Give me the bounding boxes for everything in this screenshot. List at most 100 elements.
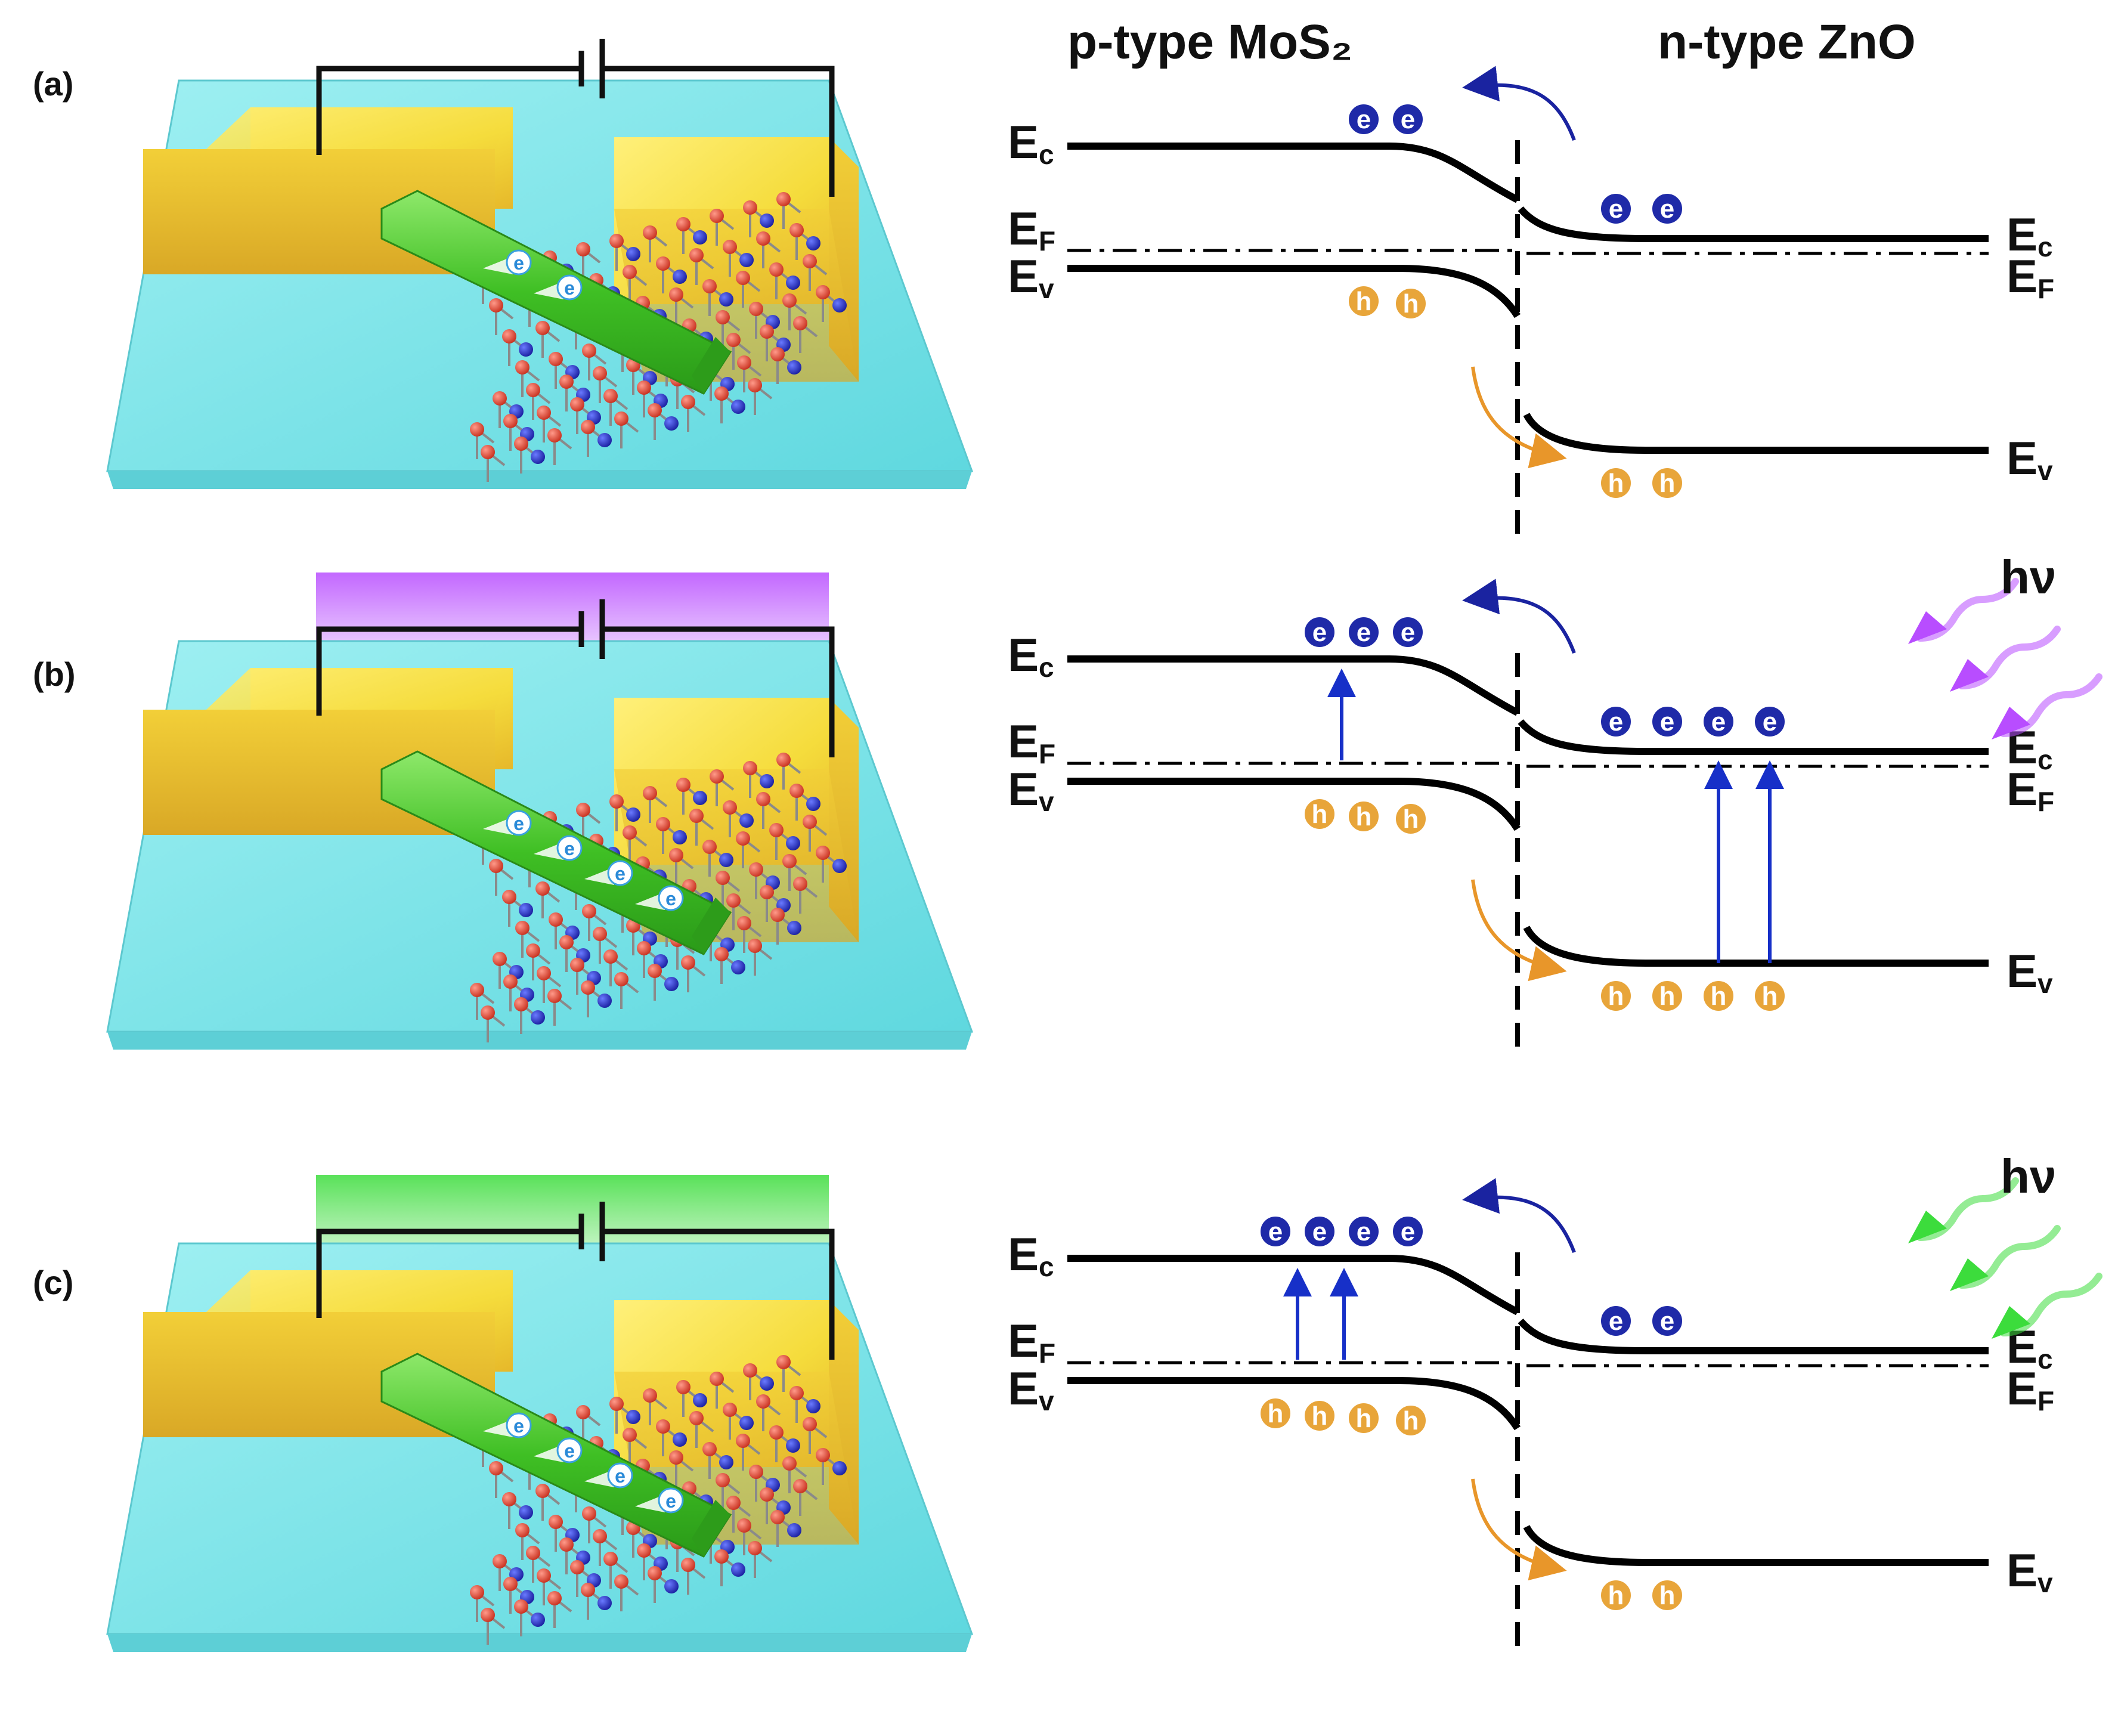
sulfur-atom bbox=[716, 310, 730, 324]
molybdenum-atom bbox=[719, 1455, 733, 1469]
mos2-valence-band bbox=[1067, 1377, 1521, 1431]
nanorod-electron-label: e bbox=[513, 813, 524, 834]
sulfur-atom bbox=[714, 947, 729, 961]
electron-symbol bbox=[1650, 704, 1685, 739]
sulfur-atom bbox=[481, 445, 495, 459]
electron-symbol-label: e bbox=[1312, 1217, 1327, 1246]
hole-symbol-label: h bbox=[1356, 287, 1372, 316]
circuit-wire-right bbox=[602, 1228, 835, 1360]
sulfur-atom bbox=[736, 831, 750, 846]
mos2-ev-label: Ev bbox=[1008, 1362, 1054, 1416]
nanorod-electron bbox=[506, 1412, 532, 1438]
sulfur-atom bbox=[593, 366, 607, 380]
molybdenum-atom bbox=[739, 813, 754, 828]
photon-label: hν bbox=[2001, 1150, 2056, 1203]
molybdenum-atom bbox=[693, 791, 707, 805]
sulfur-atom bbox=[782, 1456, 797, 1471]
sulfur-atom bbox=[737, 355, 751, 370]
sulfur-atom bbox=[549, 352, 563, 366]
sulfur-atom bbox=[570, 958, 584, 972]
electron-symbol-label: e bbox=[1660, 194, 1674, 224]
zno-valence-band bbox=[1523, 413, 1989, 454]
sulfur-atom bbox=[549, 1515, 563, 1529]
electron-drift-arrow bbox=[1462, 578, 1576, 654]
sulfur-atom bbox=[502, 890, 516, 904]
sulfur-atom bbox=[723, 240, 737, 254]
molybdenum-atom bbox=[693, 1393, 707, 1407]
sulfur-atom bbox=[793, 1479, 807, 1493]
sulfur-atom bbox=[656, 1419, 670, 1434]
sulfur-atom bbox=[582, 904, 596, 918]
header-right-material: n-type ZnO bbox=[1658, 15, 1916, 69]
molybdenum-atom bbox=[519, 342, 533, 357]
hole-symbol-label: h bbox=[1312, 800, 1328, 829]
electron-symbol-label: e bbox=[1660, 1307, 1674, 1336]
sulfur-atom bbox=[648, 1566, 662, 1580]
nanorod-electron bbox=[556, 274, 583, 301]
nanorod-electron-label: e bbox=[665, 1490, 676, 1512]
molybdenum-atom bbox=[664, 416, 679, 431]
photon-wave bbox=[1958, 1225, 2061, 1289]
sulfur-atom bbox=[737, 916, 751, 930]
zno-conduction-band bbox=[1518, 719, 1989, 755]
electron-symbol-label: e bbox=[1312, 618, 1327, 647]
nanorod-electron bbox=[556, 1437, 583, 1463]
molybdenum-atom bbox=[731, 1562, 745, 1577]
sulfur-atom bbox=[749, 862, 763, 877]
sulfur-atom bbox=[748, 378, 762, 392]
molybdenum-atom bbox=[760, 774, 774, 788]
sulfur-atom bbox=[559, 375, 574, 389]
hole-symbol-label: h bbox=[1356, 802, 1372, 831]
panel-label: (c) bbox=[33, 1264, 73, 1301]
molybdenum-atom bbox=[786, 276, 800, 290]
molybdenum-atom bbox=[832, 1461, 847, 1475]
sulfur-atom bbox=[702, 279, 717, 293]
sulfur-atom bbox=[514, 997, 528, 1011]
sulfur-atom bbox=[547, 428, 562, 442]
hole-symbol bbox=[1599, 466, 1633, 500]
electron-symbol-label: e bbox=[1401, 618, 1415, 647]
molybdenum-atom bbox=[626, 807, 640, 822]
sulfur-atom bbox=[676, 217, 690, 231]
sulfur-atom bbox=[526, 383, 540, 397]
sulfur-atom bbox=[743, 200, 757, 215]
hole-symbol bbox=[1346, 799, 1381, 834]
hole-symbol-label: h bbox=[1356, 1404, 1372, 1433]
substrate-edge bbox=[107, 1032, 972, 1050]
sulfur-atom bbox=[676, 778, 690, 792]
sulfur-atom bbox=[716, 1473, 730, 1487]
sulfur-atom bbox=[570, 1560, 584, 1574]
mos2-conduction-band bbox=[1067, 1255, 1519, 1316]
hole-symbol-label: h bbox=[1403, 289, 1419, 318]
sulfur-atom bbox=[681, 1558, 695, 1572]
electron-symbol-label: e bbox=[1711, 707, 1726, 737]
hole-symbol-label: h bbox=[1659, 1581, 1676, 1610]
sulfur-atom bbox=[782, 854, 797, 868]
sulfur-atom bbox=[537, 966, 551, 980]
sulfur-atom bbox=[547, 989, 562, 1003]
nanorod-electron-label: e bbox=[615, 863, 626, 884]
hole-symbol bbox=[1599, 979, 1633, 1013]
molybdenum-atom bbox=[806, 797, 820, 811]
photon-label: hν bbox=[2001, 550, 2056, 604]
panel-label: (a) bbox=[33, 65, 73, 103]
molybdenum-atom bbox=[806, 236, 820, 250]
molybdenum-atom bbox=[626, 247, 640, 261]
sulfur-atom bbox=[723, 800, 737, 815]
sulfur-atom bbox=[515, 921, 530, 935]
sulfur-atom bbox=[502, 1492, 516, 1506]
zno-valence-band bbox=[1523, 1525, 1989, 1566]
electron-symbol bbox=[1599, 1304, 1633, 1338]
photon-arrowhead bbox=[1908, 1211, 1947, 1243]
nanorod-electron bbox=[607, 1462, 633, 1489]
hole-symbol bbox=[1258, 1396, 1293, 1431]
electron-symbol bbox=[1346, 102, 1381, 137]
sulfur-atom bbox=[559, 935, 574, 949]
sulfur-atom bbox=[726, 333, 741, 347]
hole-symbol-label: h bbox=[1312, 1401, 1328, 1431]
sulfur-atom bbox=[623, 825, 637, 840]
